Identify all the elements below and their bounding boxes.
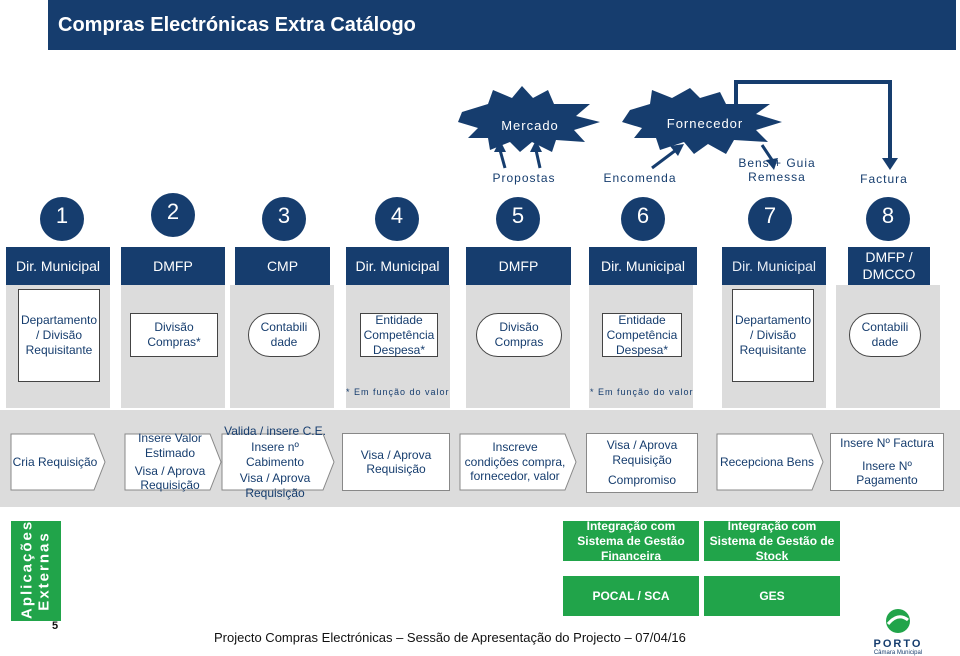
org-unit-box: Entidade Competência Despesa* <box>360 313 438 357</box>
activity-step: Recepciona Bens <box>716 433 824 491</box>
org-unit-box: Contabili dade <box>248 313 320 357</box>
ges-box: GES <box>704 576 840 616</box>
org-unit-box: Divisão Compras <box>476 313 562 357</box>
activity-step: Visa / Aprova Requisição <box>342 433 450 491</box>
porto-logo-subtext: Câmara Municipal <box>873 650 923 656</box>
activity-step: Insere Nº Factura Insere Nº Pagamento <box>830 433 944 491</box>
footnote: * Em função do valor <box>346 387 450 397</box>
activity-text: Insere Valor Estimado <box>138 431 202 460</box>
org-unit-box: Departamento / Divisão Requisitante <box>732 289 814 382</box>
org-unit-box: Departamento / Divisão Requisitante <box>18 289 100 382</box>
encomenda-label: Encomenda <box>603 171 677 185</box>
org-unit-box: Divisão Compras* <box>130 313 218 357</box>
footnote: * Em função do valor <box>590 387 694 397</box>
org-unit-box: Entidade Competência Despesa* <box>602 313 682 357</box>
org-unit-box: Contabili dade <box>849 313 921 357</box>
activity-text: Recepciona Bens <box>719 454 815 469</box>
activity-text: Visa / Aprova Requisição <box>239 471 311 500</box>
factura-label: Factura <box>860 172 908 186</box>
activity-text: Visa / Aprova Requisição <box>360 447 432 476</box>
activity-text: Insere nº Cabimento <box>245 440 305 469</box>
actor-bar: Dir. Municipal <box>346 247 449 285</box>
activity-text: Visa / Aprova Requisição <box>134 464 206 493</box>
actor-bar: DMFP <box>121 247 225 285</box>
porto-logo: PORTO Câmara Municipal <box>868 608 928 656</box>
page-number: 5 <box>52 620 59 632</box>
actor-bar: Dir. Municipal <box>6 247 110 285</box>
activity-step: Visa / Aprova Requisição Compromiso <box>586 433 698 493</box>
fornecedor-label: Fornecedor <box>666 116 744 131</box>
bens-guia-remessa-label: Bens + Guia Remessa <box>738 156 816 185</box>
step-circles <box>40 193 910 241</box>
activity-text: Compromiso <box>607 473 676 488</box>
actor-bar: Dir. Municipal <box>589 247 697 285</box>
fornecedor-burst <box>622 88 782 154</box>
actor-bar: Dir. Municipal <box>722 247 826 285</box>
propostas-label: Propostas <box>492 171 556 185</box>
activity-text: Insere Nº Pagamento <box>856 458 918 488</box>
integration-stock-box: Integração com Sistema de Gestão de Stoc… <box>704 519 840 563</box>
activity-text: Inscreve condições compra, fornecedor, v… <box>464 440 566 484</box>
step-number: 5 <box>511 203 525 228</box>
activity-text: Valida / insere C.E. <box>224 424 326 439</box>
actor-bar: CMP <box>235 247 330 285</box>
mercado-burst <box>458 86 600 152</box>
porto-logo-text: PORTO <box>873 638 923 650</box>
page-title: Compras Electrónicas Extra Catálogo <box>48 0 956 50</box>
porto-logo-icon <box>886 609 910 633</box>
step-number: 1 <box>55 203 69 228</box>
activity-text: Visa / Aprova Requisição <box>606 438 678 467</box>
applications-label-box: Aplicações Externas <box>11 519 61 621</box>
actor-bar: DMFP / DMCCO <box>848 247 930 285</box>
activity-text: Insere Nº Factura <box>840 436 934 451</box>
step-number: 4 <box>390 203 404 228</box>
footer-text: Projecto Compras Electrónicas – Sessão d… <box>214 630 686 645</box>
actor-bar: DMFP <box>466 247 571 285</box>
step-number: 8 <box>881 203 895 228</box>
activity-step: Inscreve condições compra, fornecedor, v… <box>459 433 577 491</box>
step-number: 2 <box>166 199 180 224</box>
pocal-box: POCAL / SCA <box>563 576 699 616</box>
step-number: 6 <box>636 203 650 228</box>
applications-label: Aplicações Externas <box>18 519 53 619</box>
step-number: 3 <box>277 203 291 228</box>
step-number: 7 <box>763 203 777 228</box>
integration-finance-box: Integração com Sistema de Gestão Finance… <box>563 519 699 563</box>
mercado-label: Mercado <box>501 118 559 133</box>
activity-step: Cria Requisição <box>10 433 106 491</box>
activity-text: Cria Requisição <box>12 454 98 469</box>
